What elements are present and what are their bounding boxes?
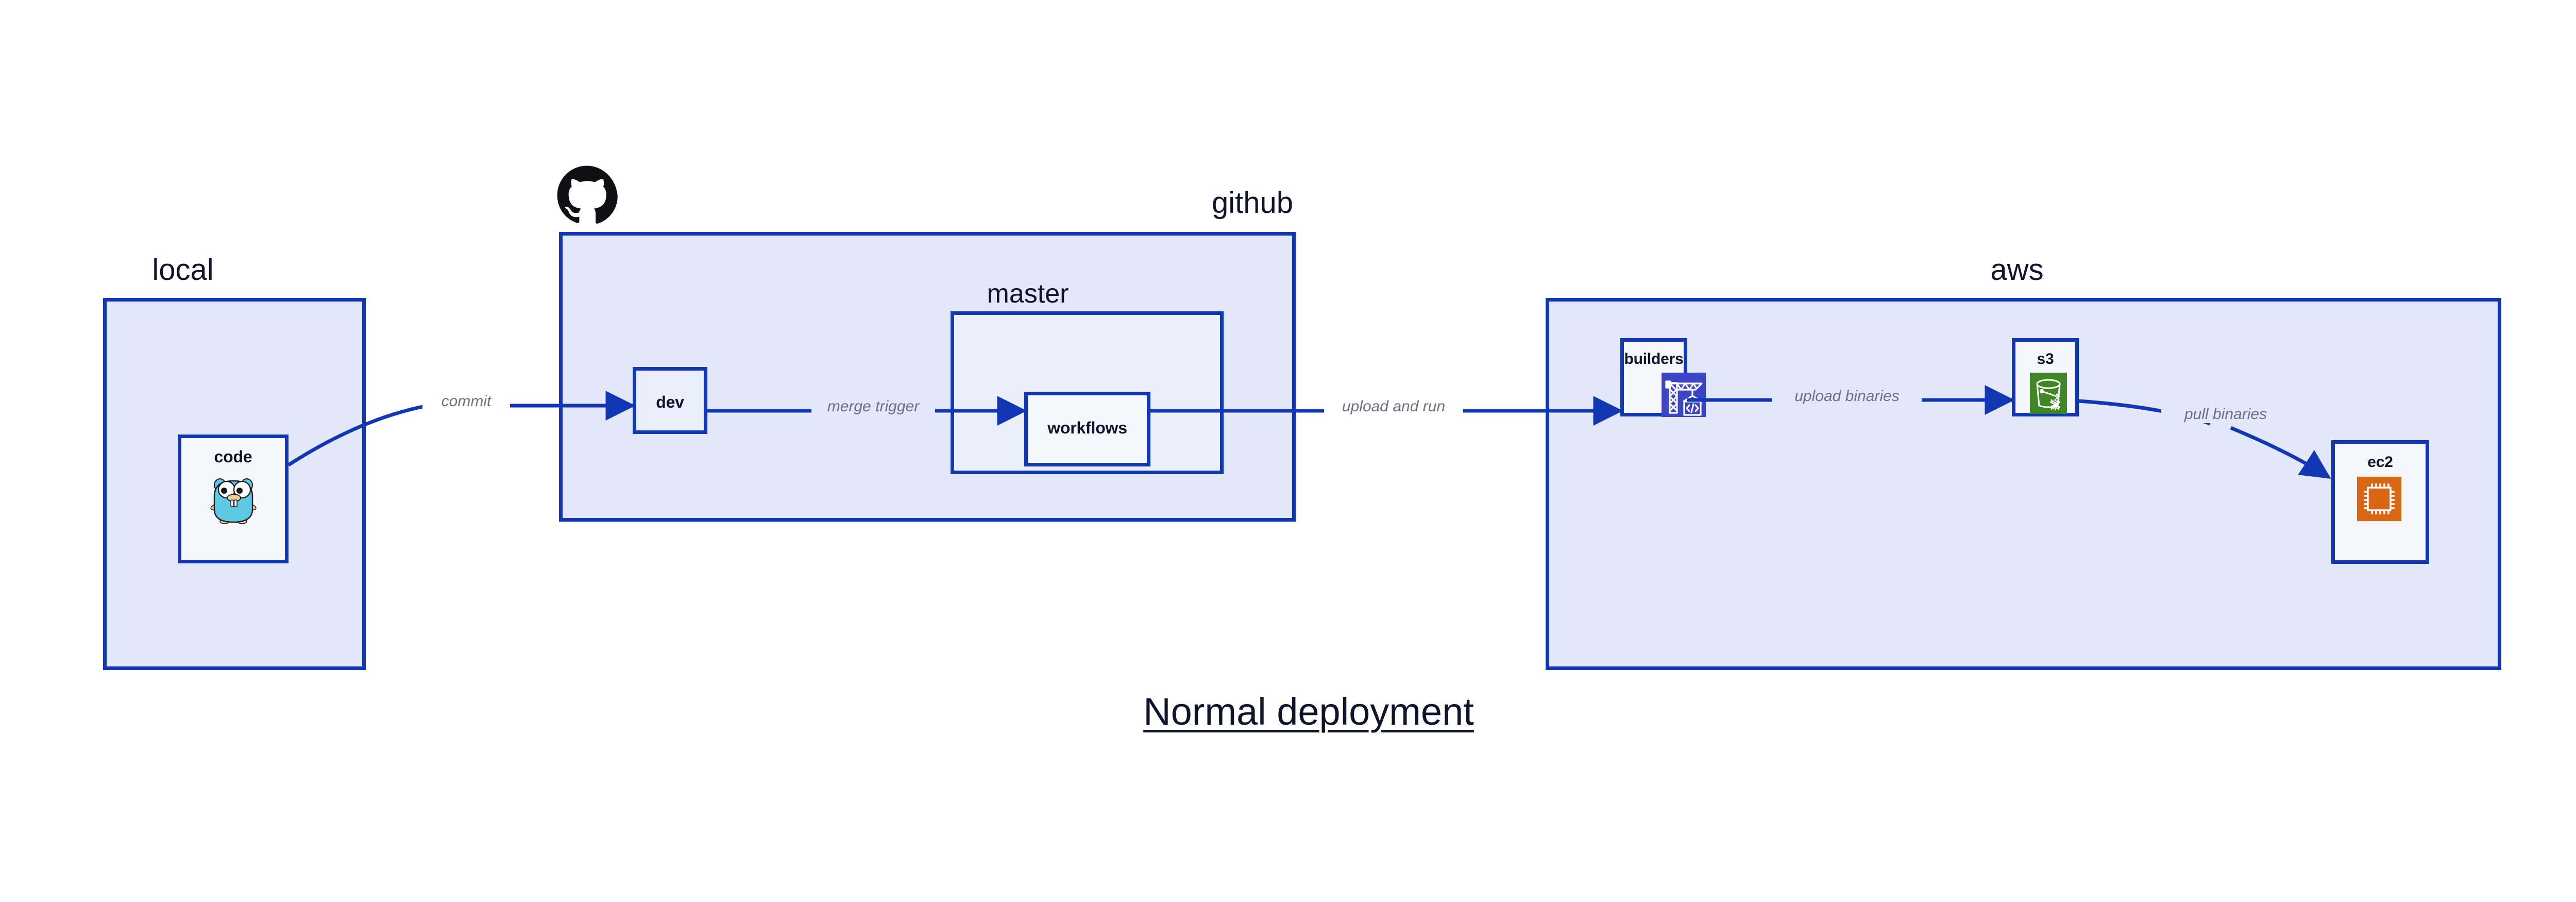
edge-label-upload-binaries: upload binaries <box>1772 388 1922 405</box>
edge-label-upload-and-run: upload and run <box>1324 398 1463 415</box>
aws-ec2-chip-icon <box>2357 477 2401 521</box>
node-workflows[interactable] <box>1024 392 1150 466</box>
aws-builders-crane-icon <box>1662 373 1706 417</box>
node-label-builders: builders <box>1624 350 1684 368</box>
go-gopher-icon <box>205 468 262 525</box>
node-label-dev: dev <box>656 393 684 411</box>
aws-s3-bucket-icon <box>2030 373 2067 414</box>
node-label-ec2: ec2 <box>2367 454 2393 471</box>
group-label-master: master <box>987 279 1069 309</box>
node-dev[interactable] <box>633 367 707 434</box>
node-label-s3: s3 <box>2037 350 2054 368</box>
edge-label-commit: commit <box>422 393 510 410</box>
edge-label-merge-trigger: merge trigger <box>811 398 935 415</box>
group-label-github: github <box>1211 186 1293 220</box>
diagram-title: Normal deployment <box>1143 690 1474 733</box>
group-label-aws: aws <box>1990 253 2044 287</box>
github-octocat-icon <box>555 164 618 227</box>
node-label-code: code <box>214 447 252 466</box>
group-label-local: local <box>152 253 214 287</box>
edge-label-pull-binaries: pull binaries <box>2161 406 2290 423</box>
node-label-workflows: workflows <box>1047 419 1127 437</box>
node-s3[interactable] <box>2012 338 2079 416</box>
